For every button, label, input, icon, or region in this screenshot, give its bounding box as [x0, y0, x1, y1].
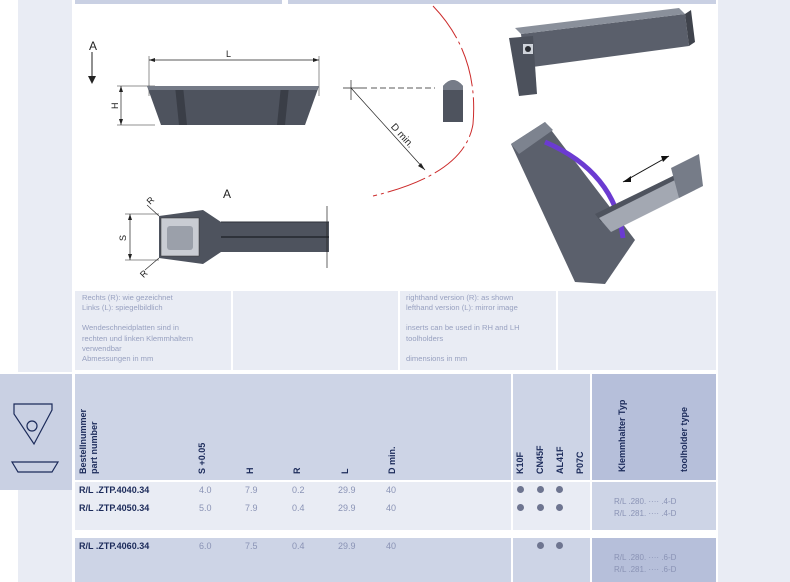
cell-h: 7.5 — [245, 541, 258, 551]
table-group-2-holder — [592, 538, 716, 582]
right-margin-panel — [718, 0, 790, 582]
holder-type: R/L .281. ···· .6-D — [614, 565, 677, 574]
table-group-1 — [75, 482, 511, 530]
notes-en: righthand version (R): as shown lefthand… — [406, 293, 520, 364]
note-en-line — [406, 344, 520, 354]
header-cn45f: CN45F — [535, 445, 545, 474]
note-en-line: inserts can be used in RH and LH — [406, 323, 520, 333]
header-p07c: P07C — [575, 451, 585, 474]
top-bar-right — [288, 0, 716, 4]
part-code: R/L .ZTP.4050.34 — [79, 503, 150, 513]
header-al41f: AL41F — [555, 446, 565, 474]
note-en-line: lefthand version (L): mirror image — [406, 303, 518, 313]
part-code: R/L .ZTP.4040.34 — [79, 485, 150, 495]
label-h: H — [110, 103, 120, 110]
table-header-main — [75, 374, 511, 480]
insert-icon-panel — [0, 374, 72, 490]
cell-s: 5.0 — [199, 503, 212, 513]
table-header-holder — [592, 374, 716, 480]
cell-s: 4.0 — [199, 485, 212, 495]
note-de-line: Wendeschneidplatten sind in — [82, 323, 179, 333]
holder-type: R/L .280. ···· .4-D — [614, 497, 677, 506]
header-part-number-en: part number — [89, 421, 99, 474]
table-group-1-holder — [592, 482, 716, 530]
insert-shape-icon — [10, 403, 60, 473]
notes-spacer-2 — [558, 291, 716, 370]
notes-en-panel: righthand version (R): as shown lefthand… — [400, 291, 556, 370]
label-a-mid: A — [223, 187, 231, 201]
cell-l: 29.9 — [338, 503, 356, 513]
note-en-line: dimensions in mm — [406, 353, 468, 363]
note-de-line: Links (L): spiegelbildlich — [82, 303, 163, 313]
header-s: S +0.05 — [197, 442, 207, 474]
notes-de: Rechts (R): wie gezeichnet Links (L): sp… — [82, 293, 193, 364]
label-dmin: D min. — [388, 122, 416, 151]
part-code: R/L .ZTP.4060.34 — [79, 541, 150, 551]
holder-type: R/L .281. ···· .4-D — [614, 509, 677, 518]
cell-h: 7.9 — [245, 503, 258, 513]
grade-dot-k10f — [517, 504, 524, 511]
label-l: L — [226, 49, 231, 59]
note-de-line — [82, 313, 193, 323]
header-holder-en: toolholder type — [679, 407, 689, 472]
table-group-2 — [75, 538, 511, 582]
table-header-grades — [513, 374, 590, 480]
grade-dot-cn45f — [537, 542, 544, 549]
cell-dmin: 40 — [386, 503, 397, 513]
cell-l: 29.9 — [338, 541, 356, 551]
note-de-line: Rechts (R): wie gezeichnet — [82, 293, 173, 302]
top-bar-left — [75, 0, 282, 4]
cell-l: 29.9 — [338, 485, 356, 495]
holder-list-2: R/L .280. ···· .6-D R/L .281. ···· .6-D — [614, 552, 676, 576]
holder-list-1: R/L .280. ···· .4-D R/L .281. ···· .4-D — [614, 496, 676, 520]
header-r: R — [292, 467, 302, 475]
cell-s: 6.0 — [199, 541, 212, 551]
note-de-line: rechten und linken Klemmhaltern — [82, 333, 194, 343]
table-group-1-grades — [513, 482, 590, 530]
header-h: H — [245, 467, 255, 475]
header-dmin: D min. — [387, 446, 397, 474]
label-r-bottom: R — [138, 268, 150, 280]
header-l: L — [340, 468, 350, 475]
note-de-line: verwendbar — [82, 343, 122, 353]
cell-dmin: 40 — [386, 541, 397, 551]
cell-r: 0.4 — [292, 503, 305, 513]
note-en-line: righthand version (R): as shown — [406, 293, 514, 302]
table-group-2-grades — [513, 538, 590, 582]
left-lower-panel — [18, 490, 72, 582]
cell-r: 0.4 — [292, 541, 305, 551]
cell-h: 7.9 — [245, 485, 258, 495]
grade-dot-k10f — [517, 486, 524, 493]
header-holder-de: Klemmhalter Typ — [617, 399, 627, 472]
grade-dot-al41f — [556, 486, 563, 493]
cell-dmin: 40 — [386, 485, 397, 495]
technical-drawing: A L H D min. A S R — [88, 5, 703, 284]
note-de-line: Abmessungen in mm — [82, 354, 154, 364]
holder-type: R/L .280. ···· .6-D — [614, 553, 677, 562]
grade-dot-cn45f — [537, 486, 544, 493]
header-k10f: K10F — [515, 451, 525, 474]
grade-dot-al41f — [556, 542, 563, 549]
grade-dot-cn45f — [537, 504, 544, 511]
note-en-line — [406, 313, 520, 323]
notes-spacer-1 — [233, 291, 398, 370]
label-a-top: A — [89, 39, 97, 53]
header-part-number-de: Bestellnummer — [78, 408, 88, 474]
note-en-line: toolholders — [406, 333, 444, 343]
cell-r: 0.2 — [292, 485, 305, 495]
notes-de-panel: Rechts (R): wie gezeichnet Links (L): sp… — [75, 291, 231, 370]
grade-dot-al41f — [556, 504, 563, 511]
label-r-top: R — [145, 194, 157, 206]
drawing-area: A L H D min. A S R — [75, 4, 716, 289]
left-margin-panel — [18, 0, 72, 372]
label-s: S — [118, 235, 128, 241]
